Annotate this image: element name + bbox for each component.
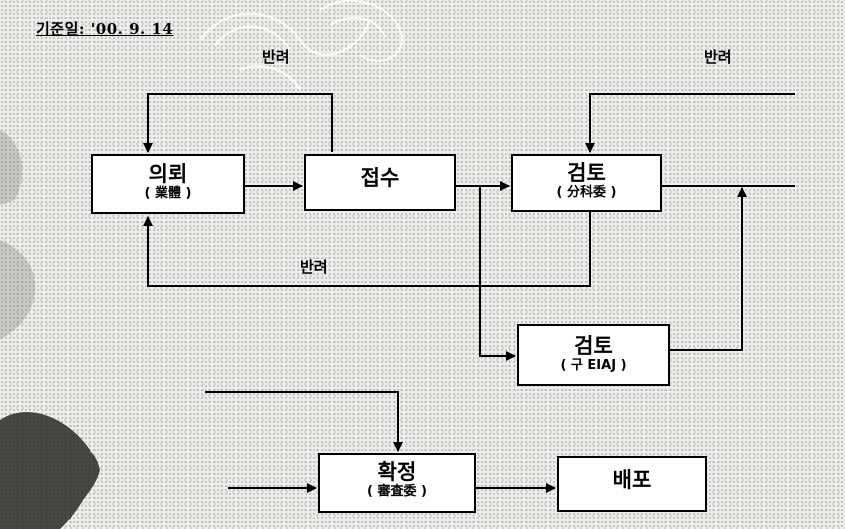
arrow-receipt-to-review2 xyxy=(479,186,516,361)
return-loop-top xyxy=(143,93,333,153)
node-receipt-title: 접수 xyxy=(360,166,400,190)
arrow-review2-up xyxy=(670,187,747,351)
node-receipt: 접수 xyxy=(304,154,456,211)
node-confirm-sub: ( 審査委 ) xyxy=(367,484,427,499)
node-request: 의뢰 ( 業體 ) xyxy=(91,154,245,214)
node-distribute: 배포 xyxy=(557,456,707,512)
node-review-eiaj-sub: ( 구 EIAJ ) xyxy=(560,358,627,373)
node-review-committee-title: 검토 xyxy=(567,161,606,185)
reference-date: 기준일: '00. 9. 14 xyxy=(36,20,174,38)
return-label-right: 반려 xyxy=(704,48,732,66)
node-request-sub: ( 業體 ) xyxy=(144,186,192,201)
return-label-top: 반려 xyxy=(262,48,290,66)
arrow-into-confirm-top xyxy=(205,391,403,452)
node-review-eiaj: 검토 ( 구 EIAJ ) xyxy=(517,324,670,386)
return-loop-mid xyxy=(143,212,591,287)
return-loop-right xyxy=(585,93,795,153)
node-review-committee: 검토 ( 分科委 ) xyxy=(511,154,662,212)
node-review-committee-sub: ( 分科委 ) xyxy=(556,185,617,200)
node-request-title: 의뢰 xyxy=(148,162,188,186)
node-confirm-title: 확정 xyxy=(377,460,417,484)
return-label-mid: 반려 xyxy=(300,258,328,276)
node-confirm: 확정 ( 審査委 ) xyxy=(318,453,476,513)
node-distribute-title: 배포 xyxy=(612,468,652,492)
node-review-eiaj-title: 검토 xyxy=(574,334,613,358)
